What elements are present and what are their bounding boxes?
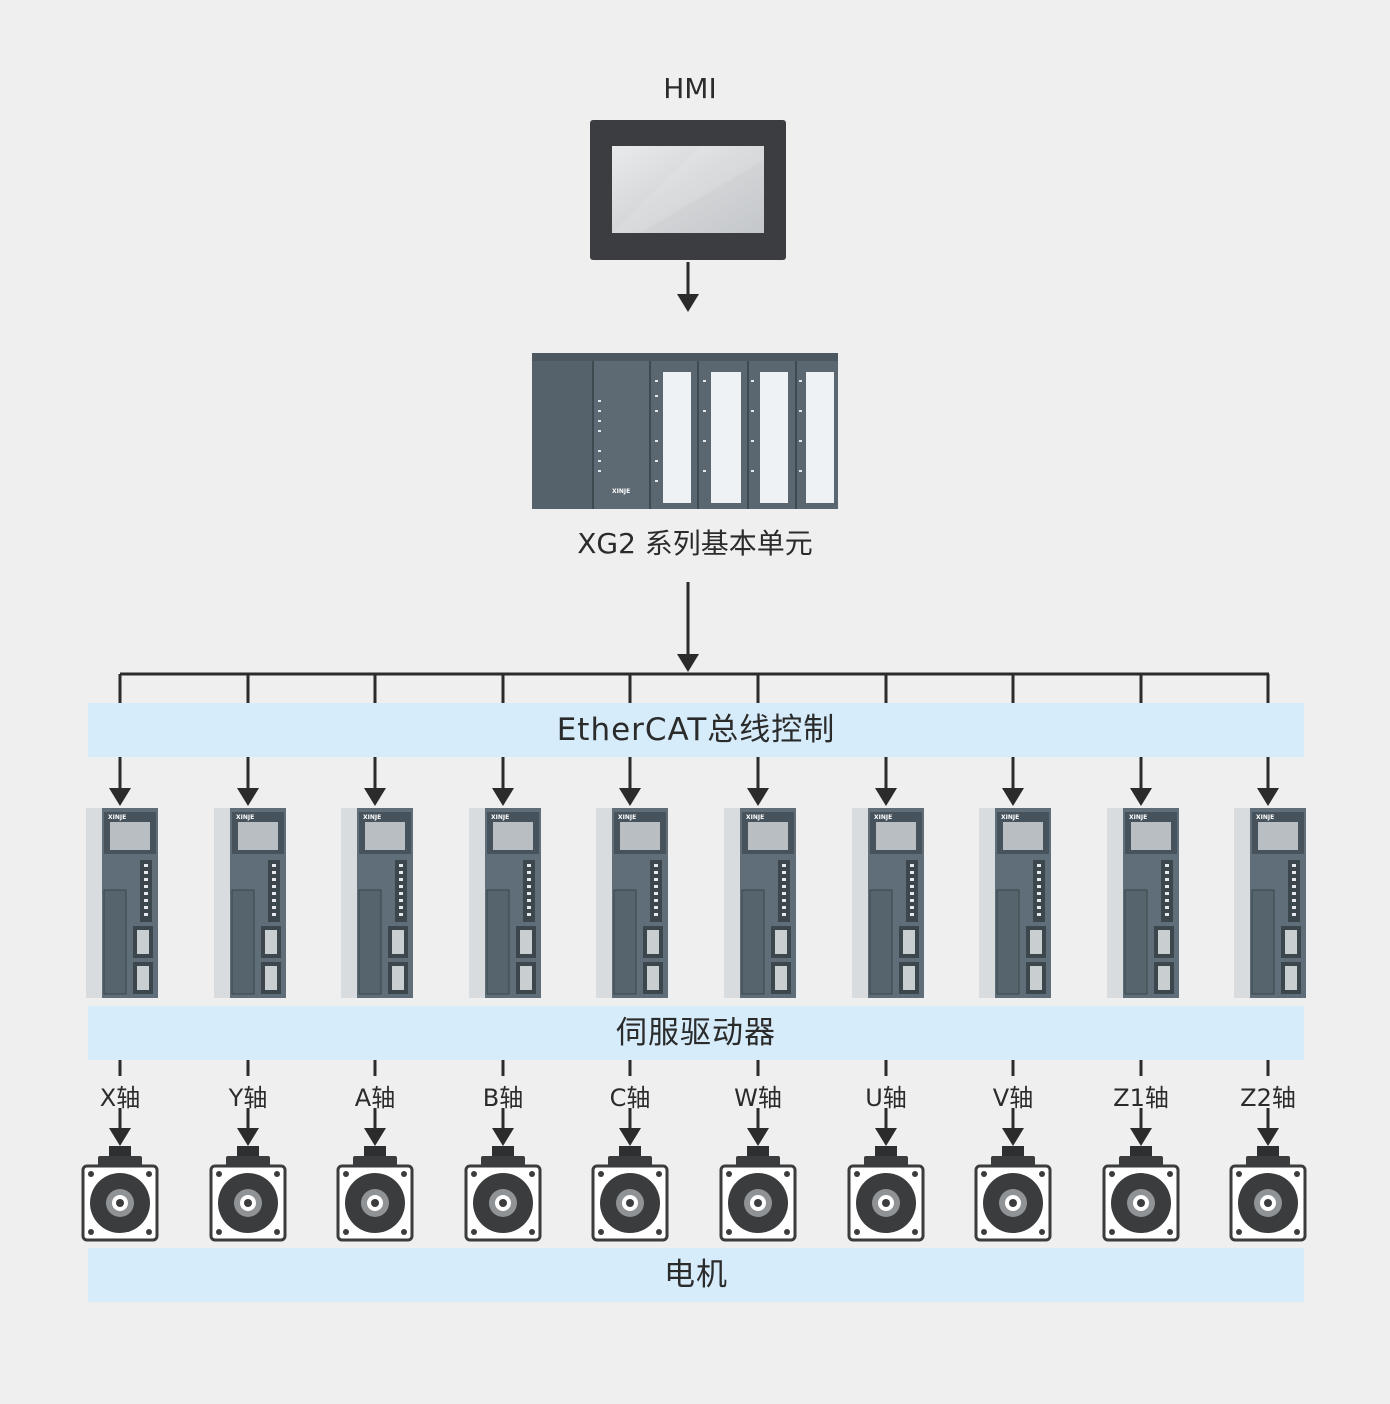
axis-column xyxy=(719,674,797,1242)
arrow-head xyxy=(875,788,897,806)
axis-column xyxy=(1102,674,1180,1242)
axis-label: V轴 xyxy=(992,1084,1034,1112)
drive-brand: XINJE xyxy=(363,814,382,821)
arrow-head xyxy=(364,1128,386,1146)
servo-drive xyxy=(341,808,413,998)
servo-drive xyxy=(214,808,286,998)
motor-band: 电机 xyxy=(88,1248,1304,1302)
axis-column xyxy=(974,674,1052,1242)
axis-label: X轴 xyxy=(99,1084,141,1112)
servo-motor xyxy=(719,1146,797,1242)
axis-column xyxy=(1229,674,1307,1242)
drive-brand: XINJE xyxy=(1001,814,1020,821)
arrow-head xyxy=(492,1128,514,1146)
plc-device xyxy=(532,353,838,509)
arrow-head xyxy=(109,1128,131,1146)
drive-brand: XINJE xyxy=(1129,814,1148,821)
axis-label: C轴 xyxy=(609,1084,651,1112)
servo-drive xyxy=(1234,808,1306,998)
arrow-head xyxy=(619,788,641,806)
servo-motor xyxy=(81,1146,159,1242)
hmi-device xyxy=(590,120,786,260)
axis-column xyxy=(591,674,669,1242)
arrow-head xyxy=(1002,1128,1024,1146)
arrow-head xyxy=(875,1128,897,1146)
axis-label: W轴 xyxy=(734,1084,782,1112)
servo-motor xyxy=(464,1146,542,1242)
arrow-head xyxy=(1130,1128,1152,1146)
arrow-head xyxy=(237,1128,259,1146)
servo-drive xyxy=(724,808,796,998)
arrow-hmi-plc xyxy=(677,262,699,312)
servo-drive xyxy=(469,808,541,998)
arrow-head xyxy=(237,788,259,806)
drive-brand: XINJE xyxy=(618,814,637,821)
drive-brand: XINJE xyxy=(108,814,127,821)
axis-label: A轴 xyxy=(354,1084,396,1112)
arrow-head xyxy=(1130,788,1152,806)
axis-column xyxy=(847,674,925,1242)
drive-brand: XINJE xyxy=(874,814,893,821)
drive-brand: XINJE xyxy=(491,814,510,821)
arrow-plc-bus xyxy=(677,582,699,672)
drive-brand: XINJE xyxy=(1256,814,1275,821)
arrow-head xyxy=(1002,788,1024,806)
servo-motor xyxy=(1102,1146,1180,1242)
arrow-head xyxy=(747,1128,769,1146)
servo-motor xyxy=(591,1146,669,1242)
arrow-head xyxy=(1257,788,1279,806)
plc-label: XG2 系列基本单元 xyxy=(577,527,813,560)
arrow-head xyxy=(619,1128,641,1146)
arrow-head xyxy=(1257,1128,1279,1146)
axis-label: Y轴 xyxy=(228,1084,268,1112)
drive-brand: XINJE xyxy=(236,814,255,821)
servo-drive xyxy=(1107,808,1179,998)
servo-drive xyxy=(596,808,668,998)
axis-column xyxy=(464,674,542,1242)
arrow-head xyxy=(109,788,131,806)
servo-motor xyxy=(974,1146,1052,1242)
drive-band: 伺服驱动器 xyxy=(88,1006,1304,1060)
axis-column xyxy=(336,674,414,1242)
axis-columns xyxy=(81,674,1307,1242)
servo-motor xyxy=(847,1146,925,1242)
arrow-head xyxy=(747,788,769,806)
hmi-label: HMI xyxy=(663,72,717,105)
arrow-head xyxy=(492,788,514,806)
axis-label: Z1轴 xyxy=(1113,1084,1169,1112)
servo-motor xyxy=(336,1146,414,1242)
axis-label: U轴 xyxy=(865,1084,907,1112)
servo-motor xyxy=(209,1146,287,1242)
servo-drive xyxy=(852,808,924,998)
axis-label: Z2轴 xyxy=(1240,1084,1296,1112)
servo-drive xyxy=(86,808,158,998)
axis-column xyxy=(209,674,287,1242)
drive-brand: XINJE xyxy=(746,814,765,821)
arrow-head xyxy=(364,788,386,806)
servo-motor xyxy=(1229,1146,1307,1242)
servo-drive xyxy=(979,808,1051,998)
axis-label: B轴 xyxy=(482,1084,524,1112)
bus-band: EtherCAT总线控制 xyxy=(88,703,1304,757)
axis-column xyxy=(81,674,159,1242)
plc-brand: XINJE xyxy=(612,488,631,495)
